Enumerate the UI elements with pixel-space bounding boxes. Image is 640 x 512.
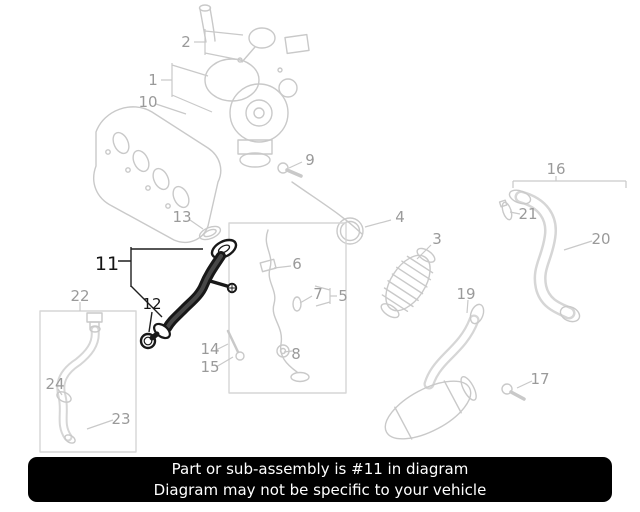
callout-1: 1 bbox=[148, 71, 158, 89]
part-bolt-9 bbox=[277, 162, 303, 178]
part-oil-return-tube-highlight bbox=[118, 238, 238, 350]
part-group-oil-supply-line bbox=[226, 222, 347, 394]
callout-24: 24 bbox=[45, 375, 65, 393]
banner-line-2: Diagram may not be specific to your vehi… bbox=[153, 481, 487, 499]
callout-11-highlighted: 11 bbox=[94, 253, 120, 275]
parts-diagram-art bbox=[39, 4, 627, 453]
part-gasket-13 bbox=[198, 225, 222, 241]
part-catalytic-converter bbox=[380, 247, 436, 319]
callout-4: 4 bbox=[395, 208, 405, 226]
callout-20: 20 bbox=[591, 230, 611, 248]
part-clamp-ring-4 bbox=[291, 181, 364, 245]
callout-5: 5 bbox=[338, 287, 348, 305]
parts-diagram: 2 1 10 9 13 4 3 16 21 20 11 6 5 7 12 22 … bbox=[39, 4, 627, 453]
part-bolt-17 bbox=[501, 383, 526, 401]
part-clamp-21 bbox=[498, 199, 513, 221]
callout-9: 9 bbox=[305, 151, 315, 169]
callout-7: 7 bbox=[313, 285, 323, 303]
callout-17: 17 bbox=[530, 370, 550, 388]
callout-22: 22 bbox=[70, 287, 90, 305]
callout-12-highlighted: 12 bbox=[142, 295, 162, 313]
vehicle-note-banner: Part or sub-assembly is #11 in diagram D… bbox=[28, 457, 612, 502]
callout-19: 19 bbox=[456, 285, 476, 303]
part-intercooler-pipe bbox=[384, 303, 485, 440]
callout-14: 14 bbox=[200, 340, 220, 358]
callout-3: 3 bbox=[432, 230, 442, 248]
callout-6: 6 bbox=[292, 255, 302, 273]
part-exhaust-manifold bbox=[93, 106, 222, 244]
callout-21: 21 bbox=[518, 205, 538, 223]
callout-23: 23 bbox=[111, 410, 131, 428]
callout-10: 10 bbox=[138, 93, 158, 111]
callout-8: 8 bbox=[291, 345, 301, 363]
part-charge-pipe bbox=[508, 189, 581, 323]
part-turbocharger bbox=[198, 4, 310, 168]
callout-2: 2 bbox=[181, 33, 191, 51]
part-o-ring-12 bbox=[139, 332, 157, 350]
callout-15: 15 bbox=[200, 358, 220, 376]
banner-line-1: Part or sub-assembly is #11 in diagram bbox=[171, 460, 469, 478]
callout-leader-lines bbox=[57, 29, 627, 430]
part-group-breather-hose bbox=[39, 310, 137, 453]
callout-13: 13 bbox=[172, 208, 192, 226]
callout-16: 16 bbox=[546, 160, 566, 178]
